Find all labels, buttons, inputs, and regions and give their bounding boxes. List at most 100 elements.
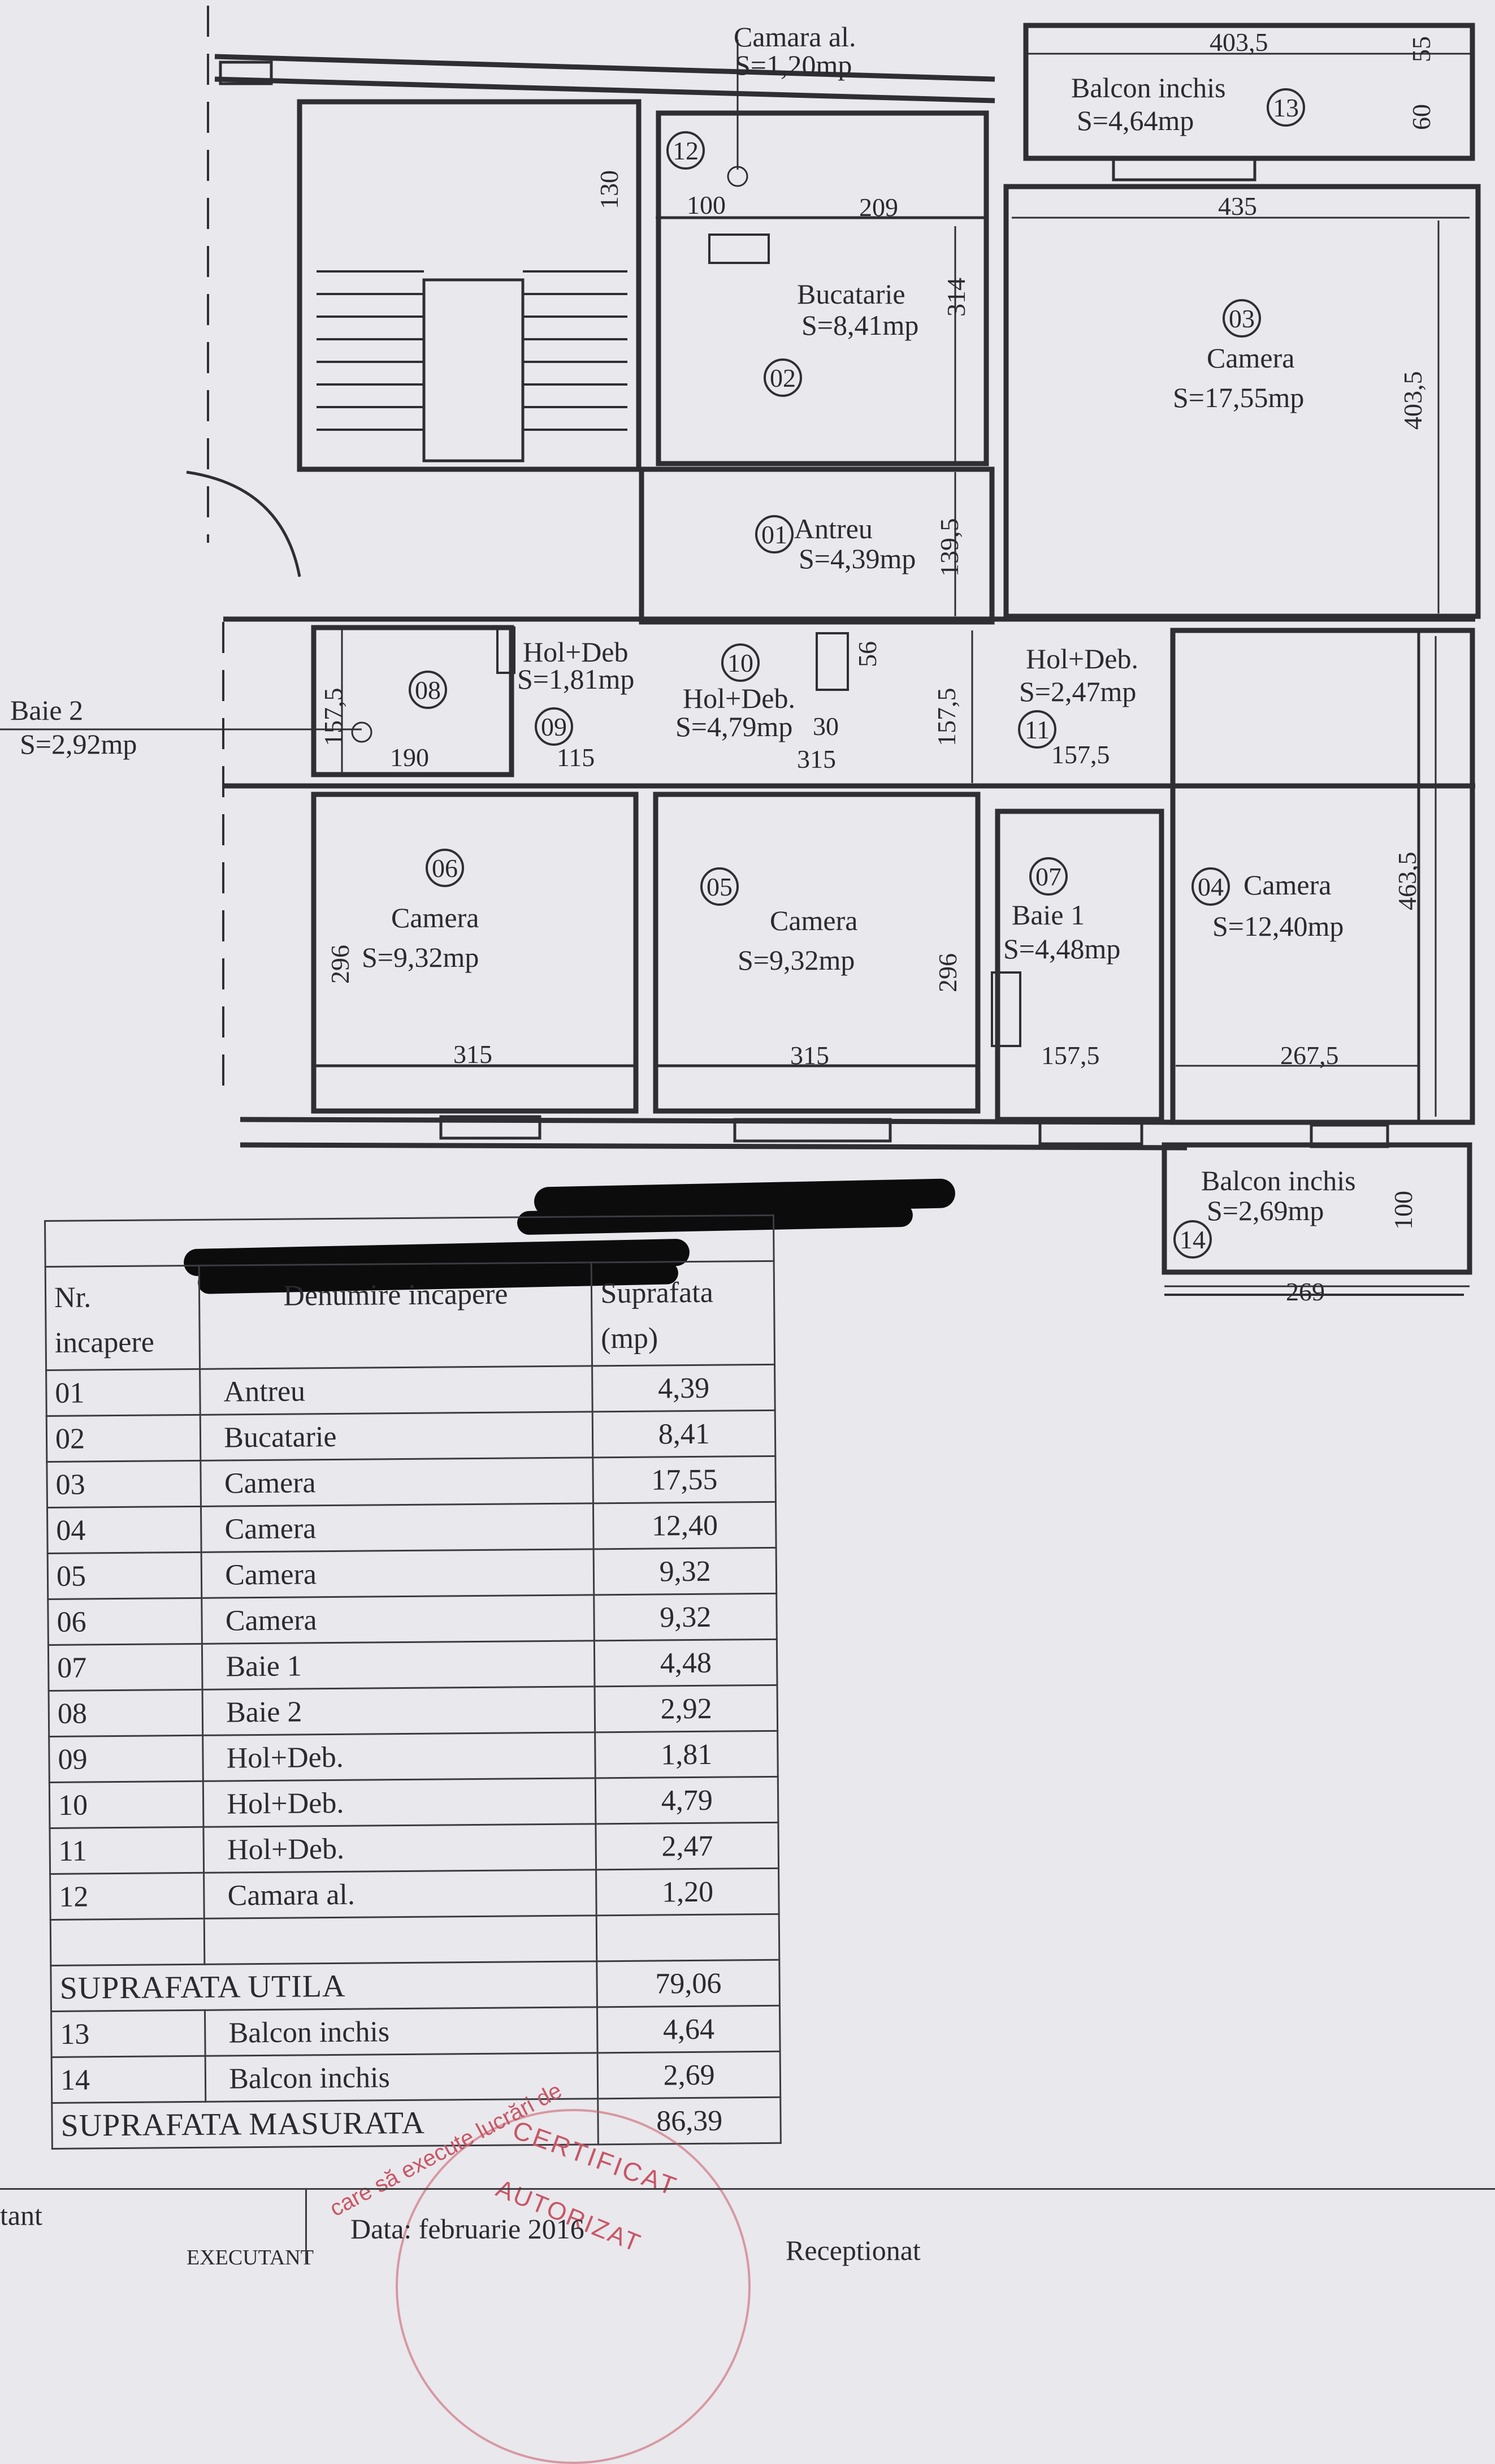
- dim-403-5-side: 403,5: [1398, 371, 1427, 430]
- room-number-01: 01: [761, 520, 787, 549]
- room-nr: 09: [49, 1735, 203, 1783]
- dim-463-5: 463,5: [1393, 852, 1422, 911]
- room-name: Hol+Deb.: [203, 1823, 597, 1873]
- dim-55: 55: [1407, 36, 1436, 62]
- room-nr: 05: [47, 1552, 202, 1600]
- room-area: 2,92: [595, 1685, 778, 1732]
- room-nr: 06: [47, 1598, 202, 1645]
- room-nr: 01: [46, 1369, 201, 1416]
- room-number-13: 13: [1273, 93, 1299, 122]
- antreu-name: Antreu: [794, 513, 873, 544]
- header-nr: Nr. incapere: [45, 1265, 200, 1371]
- footer-bar: tant Data: februarie 2016 Receptionat EX…: [0, 2188, 1495, 2270]
- room-nr: 04: [47, 1506, 202, 1554]
- room-nr: 03: [46, 1460, 201, 1508]
- hol11-area: S=2,47mp: [1019, 676, 1136, 707]
- room-nr: 02: [46, 1415, 201, 1462]
- room-nr: 12: [50, 1873, 205, 1920]
- dim-157-5-mid: 157,5: [932, 688, 961, 747]
- dim-315-c05: 315: [790, 1041, 829, 1070]
- header-area: Suprafata (mp): [591, 1261, 775, 1366]
- stamp-circle: [396, 2109, 751, 2464]
- table-title-cell: [45, 1215, 774, 1267]
- header-name: Denumire incapere: [199, 1262, 593, 1369]
- dim-130: 130: [595, 170, 623, 209]
- camara-name: Camara al.: [734, 21, 856, 53]
- camera06-area: S=9,32mp: [362, 941, 479, 973]
- balcon13-name: Balcon inchis: [1071, 72, 1226, 103]
- dim-157-5-hol11: 157,5: [1051, 740, 1110, 769]
- room-area: 9,32: [594, 1593, 777, 1641]
- room-number-06: 06: [432, 854, 458, 883]
- camera06-name: Camera: [391, 902, 479, 933]
- camera03-area: S=17,55mp: [1173, 382, 1304, 413]
- dim-296-mid: 296: [933, 953, 962, 992]
- baie2-name: Baie 2: [10, 694, 83, 726]
- room-nr: 07: [48, 1644, 203, 1691]
- room-area: 4,79: [595, 1776, 778, 1824]
- room-nr: 08: [49, 1689, 203, 1737]
- room-number-02: 02: [770, 364, 796, 392]
- room-name: Bucatarie: [200, 1411, 593, 1461]
- footer-date: Data: februarie 2016: [350, 2213, 584, 2245]
- room-nr: 11: [49, 1827, 204, 1874]
- room-area: 1,81: [595, 1731, 778, 1778]
- floor-plan: 01 02 03 04 05 06 07 08 09 10 11 12 13 1…: [0, 6, 1481, 1306]
- dim-157-5-left: 157,5: [319, 688, 348, 747]
- room-number-05: 05: [707, 872, 733, 901]
- dimension-values: 403,5 55 60 130 100 209 435 314 403,5 13…: [319, 28, 1436, 1306]
- room-area: 1,20: [596, 1868, 779, 1916]
- balcon14-area: S=2,69mp: [1207, 1195, 1324, 1226]
- dim-139-5: 139,5: [935, 518, 964, 577]
- room-labels: Camara al. S=1,20mp Balcon inchis S=4,64…: [10, 21, 1356, 1226]
- room-name: Camera: [202, 1594, 595, 1644]
- room-number-04: 04: [1198, 872, 1224, 901]
- camera05-area: S=9,32mp: [738, 944, 855, 976]
- dim-314: 314: [942, 278, 970, 317]
- room-number-circles: [409, 88, 1305, 1259]
- dim-296-left: 296: [326, 945, 354, 984]
- room-number-07: 07: [1035, 862, 1061, 891]
- room-number-11: 11: [1025, 715, 1050, 744]
- footer-executant: EXECUTANT: [187, 2246, 314, 2270]
- camera04-name: Camera: [1243, 869, 1331, 901]
- room-name: Antreu: [200, 1365, 593, 1415]
- camara-area: S=1,20mp: [735, 49, 852, 81]
- dim-403-5-top: 403,5: [1210, 28, 1268, 57]
- room-area: 4,39: [592, 1364, 775, 1412]
- footer-left-partial: tant: [0, 2199, 42, 2231]
- dim-269: 269: [1286, 1277, 1325, 1306]
- dim-267-5: 267,5: [1280, 1041, 1339, 1070]
- table-empty-row: [50, 1914, 779, 1966]
- util-value: 79,06: [597, 1960, 780, 2007]
- room-name: Baie 2: [202, 1686, 596, 1736]
- room-name: Hol+Deb.: [202, 1732, 596, 1782]
- plan-walls: [186, 6, 1481, 1296]
- dim-315-hol: 315: [797, 745, 836, 773]
- room-name: Hol+Deb.: [203, 1778, 596, 1827]
- room-number-12: 12: [673, 136, 699, 165]
- footer-divider: [305, 2190, 307, 2263]
- room-area: 9,32: [593, 1547, 777, 1595]
- room-numbers: 01 02 03 04 05 06 07 08 09 10 11 12 13 1…: [415, 93, 1299, 1254]
- dimension-lines: [0, 40, 1472, 1287]
- dim-209: 209: [859, 193, 898, 222]
- dim-100-balcon: 100: [1389, 1191, 1418, 1230]
- baie2-area: S=2,92mp: [20, 728, 137, 760]
- room-area: 4,64: [597, 2005, 781, 2053]
- balcon13-area: S=4,64mp: [1077, 105, 1194, 136]
- room-name: Balcon inchis: [205, 2007, 598, 2056]
- balcon14-name: Balcon inchis: [1201, 1165, 1356, 1196]
- bucatarie-area: S=8,41mp: [801, 309, 918, 341]
- dim-100: 100: [687, 191, 726, 219]
- dim-115: 115: [557, 743, 595, 772]
- dim-157-5-b1: 157,5: [1041, 1041, 1100, 1070]
- table-header-row: Nr. incapere Denumire incapere Suprafata…: [45, 1261, 775, 1371]
